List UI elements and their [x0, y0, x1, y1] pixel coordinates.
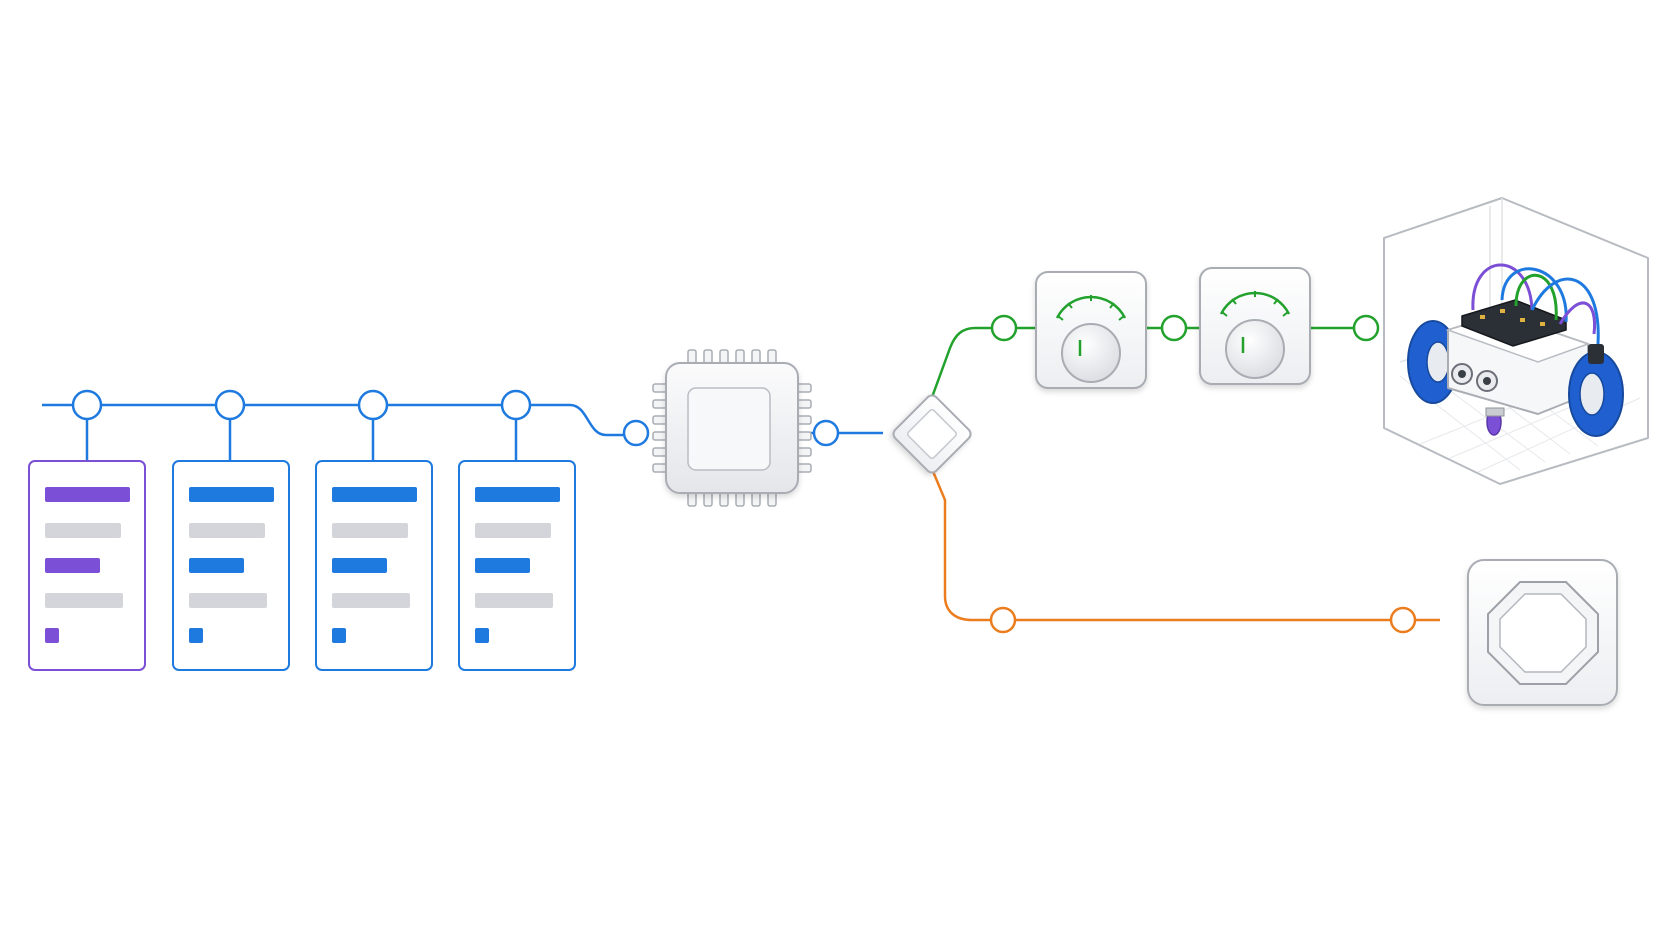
data-card-4[interactable]	[458, 460, 576, 671]
robot-wires	[1471, 263, 1600, 345]
diamond-router-icon[interactable]	[891, 393, 973, 475]
bus-port-1	[71, 389, 103, 421]
chip-die	[687, 387, 771, 471]
orange-out-port	[989, 606, 1017, 634]
processor-in-port	[622, 419, 650, 447]
card-bar	[332, 523, 408, 538]
stop-in-port	[1389, 606, 1417, 634]
card-bar	[475, 558, 530, 573]
data-card-2[interactable]	[172, 460, 290, 671]
dial-2-in-port	[1160, 314, 1188, 342]
knob-dial-icon[interactable]	[1035, 271, 1147, 389]
card-bar	[45, 523, 121, 538]
bus-line	[42, 403, 636, 437]
bus-port-4	[500, 389, 532, 421]
router-to-stop-line	[930, 468, 1440, 622]
card-bar	[475, 523, 551, 538]
card-bar	[45, 593, 123, 608]
dial-1-in-port	[990, 314, 1018, 342]
card-bar	[189, 593, 267, 608]
card-bar	[189, 558, 244, 573]
dial-1-knob	[1061, 323, 1121, 383]
card-bar	[332, 487, 417, 502]
card-bar	[45, 558, 100, 573]
card-bar	[475, 487, 560, 502]
octagon-stop-icon[interactable]	[1467, 559, 1618, 706]
card-bar	[332, 558, 387, 573]
orange-signal-path	[930, 468, 1440, 622]
stop-octagon-inner	[1499, 593, 1587, 673]
knob-dial-icon[interactable]	[1199, 267, 1311, 385]
card-dot	[475, 628, 489, 643]
data-card-3[interactable]	[315, 460, 433, 671]
processor-out-port	[812, 419, 840, 447]
card-bar	[189, 523, 265, 538]
card-bar	[45, 487, 130, 502]
dial-2-knob	[1225, 319, 1285, 379]
bus-port-2	[214, 389, 246, 421]
card-bar	[189, 487, 274, 502]
chip-icon[interactable]	[652, 349, 812, 507]
card-dot	[45, 628, 59, 643]
bus-ports	[71, 389, 840, 447]
card-dot	[189, 628, 203, 643]
data-card-1[interactable]	[28, 460, 146, 671]
signal-ports	[989, 314, 1417, 634]
robot-in-port	[1352, 314, 1380, 342]
card-dot	[332, 628, 346, 643]
bus-port-3	[357, 389, 389, 421]
card-bar	[475, 593, 553, 608]
router-to-dial-1-line	[929, 326, 1036, 401]
card-bar	[332, 593, 410, 608]
robot-car-icon[interactable]	[1383, 197, 1649, 485]
